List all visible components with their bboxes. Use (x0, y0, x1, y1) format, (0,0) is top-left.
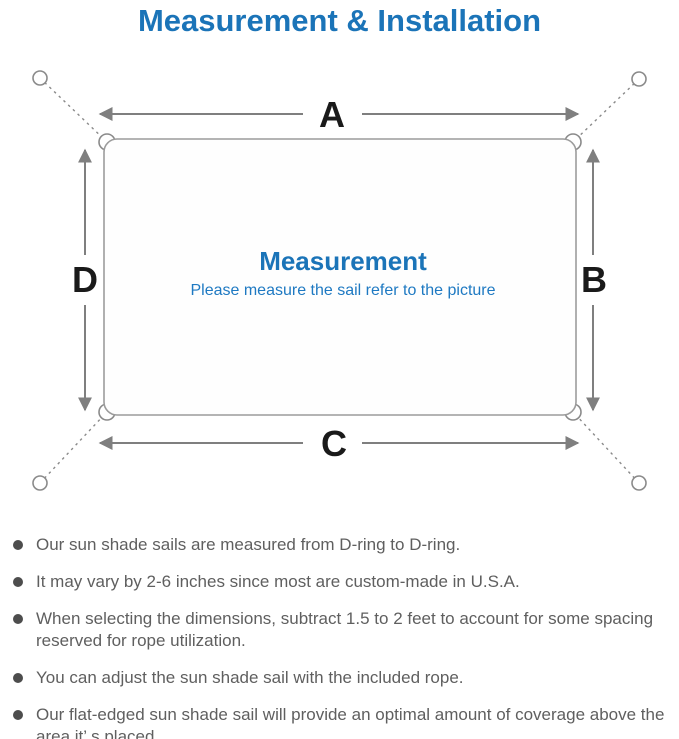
bullet-icon (13, 614, 23, 624)
dim-label-b: B (581, 259, 607, 300)
note-text: Our flat-edged sun shade sail will provi… (36, 705, 665, 739)
dim-label-c: C (321, 423, 347, 464)
anchor-point-bottom-right (631, 475, 647, 491)
anchor-point-top-left (32, 70, 48, 86)
note-text: When selecting the dimensions, subtract … (36, 609, 654, 650)
rope-line-top-right (573, 78, 640, 142)
note-text: You can adjust the sun shade sail with t… (36, 668, 464, 687)
diagram-subheading: Please measure the sail refer to the pic… (190, 282, 495, 299)
bullet-icon (13, 577, 23, 587)
dim-label-d: D (72, 259, 98, 300)
note-text: Our sun shade sails are measured from D-… (36, 535, 461, 554)
anchor-point-top-right (631, 71, 647, 87)
note-item: It may vary by 2-6 inches since most are… (13, 571, 673, 593)
bullet-icon (13, 710, 23, 720)
rope-line-top-left (39, 77, 107, 142)
note-item: When selecting the dimensions, subtract … (13, 608, 673, 652)
note-item: You can adjust the sun shade sail with t… (13, 667, 673, 689)
note-text: It may vary by 2-6 inches since most are… (36, 572, 520, 591)
sail-diagram-svg: Measurement Please measure the sail refe… (32, 70, 647, 491)
note-item: Our sun shade sails are measured from D-… (13, 534, 673, 556)
sail-outline (103, 138, 577, 416)
anchor-point-bottom-left (32, 475, 48, 491)
page-title: Measurement & Installation (137, 3, 542, 38)
note-item: Our flat-edged sun shade sail will provi… (13, 704, 673, 739)
notes-list: Our sun shade sails are measured from D-… (0, 515, 679, 739)
bullet-icon (13, 673, 23, 683)
rope-line-bottom-right (573, 412, 640, 484)
rope-line-bottom-left (39, 412, 107, 484)
measurement-diagram: Measurement Please measure the sail refe… (0, 40, 679, 515)
bullet-icon (13, 540, 23, 550)
diagram-heading: Measurement (259, 246, 427, 276)
dim-label-a: A (319, 94, 345, 135)
